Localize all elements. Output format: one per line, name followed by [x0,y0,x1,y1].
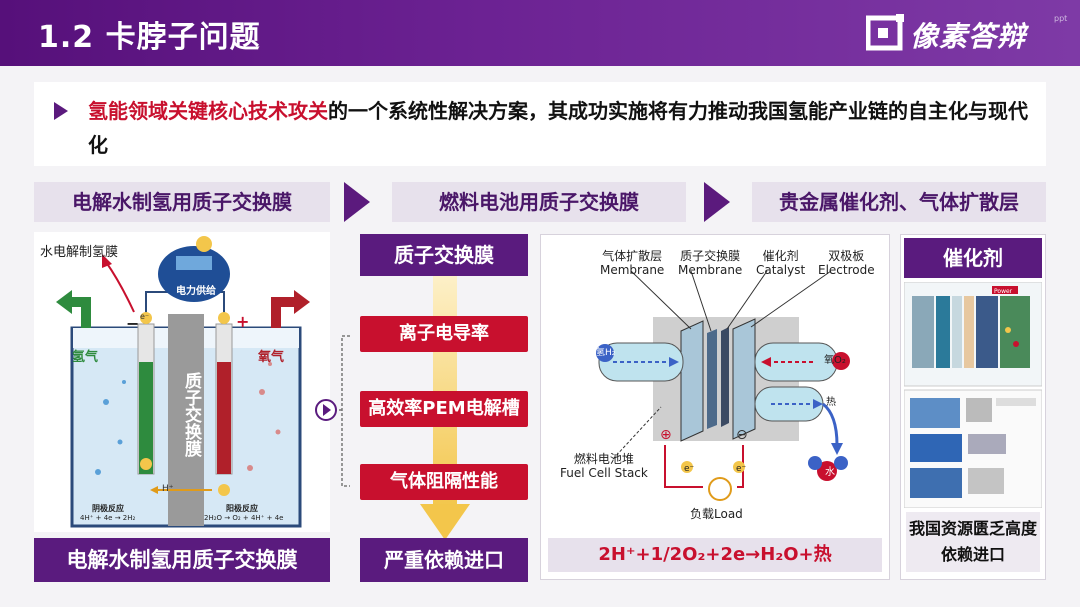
oxygen-label: 氧气 [258,350,285,365]
anode-equation: 2H₂O → O₂ + 4H⁺ + 4e [204,514,284,522]
membrane-label: 质子交换膜 [181,372,201,457]
section-right-label: 贵金属催化剂、气体扩散层 [752,182,1046,222]
pem-item-gas-barrier: 气体阻隔性能 [360,464,528,500]
page-title: 1.2 卡脖子问题 [38,20,261,55]
intro-highlight: 氢能领域关键核心技术攻关 [88,99,328,123]
catalyst-title: 催化剂 [904,238,1042,278]
intro-text: 氢能领域关键核心技术攻关的一个系统性解决方案，其成功实施将有力推动我国氢能产业链… [88,94,1028,162]
fc-electron-right: e⁻ [736,464,747,474]
intro-rest: 的一个系统性解决方案，其成功实施将有力推动我国氢能产业链的自主化与现代化 [88,99,1028,157]
brand-logo-icon [865,14,906,52]
fc-electron-left: e⁻ [684,464,695,474]
fuel-cell-diagram [596,270,850,501]
pem-item-conductivity: 离子电导率 [360,316,528,352]
fc-oxygen-in: 氧O₂ [824,355,846,366]
fc-load-label: 负载Load [690,507,743,521]
power-label: 电力供给 [176,286,216,297]
hydrogen-label: 氢气 [72,350,99,365]
section-middle-label: 燃料电池用质子交换膜 [392,182,686,222]
arrow-right-icon [704,182,730,222]
electron-label: e⁻ [140,312,150,321]
fc-water-out: 水H₂O [820,467,840,492]
electrolysis-footer: 电解水制氢用质子交换膜 [34,538,330,582]
pem-footer: 严重依赖进口 [360,538,528,582]
plus-sign: + [236,312,250,331]
pem-title: 质子交换膜 [360,234,528,276]
catalyst-images [904,282,1042,508]
connector-bracket [315,335,350,487]
intro-banner [34,82,1046,166]
arrow-right-icon [344,182,370,222]
fc-equation: 2H⁺+1/2O₂+2e→H₂O+热 [548,538,882,572]
anode-title: 阳极反应 [226,504,258,513]
brand-name: 像素答辩 [910,20,1027,53]
fc-minus-terminal: ⊖ [736,427,748,443]
section-left-label: 电解水制氢用质子交换膜 [34,182,330,222]
electrolysis-diagram [56,236,310,528]
fc-hydrogen-in: 氢H₂ [596,348,616,358]
proton-label: H⁺ [162,484,174,494]
catalyst-power-tag: Power [994,288,1013,295]
pem-item-electrolyzer: 高效率PEM电解槽 [360,391,528,427]
minus-sign: − [126,314,140,333]
fc-heat-out: 热 [826,397,836,408]
cathode-title: 阴极反应 [92,504,124,513]
bullet-triangle-icon [54,102,68,120]
fc-plus-terminal: ⊕ [660,427,672,443]
electrolysis-title: 水电解制氢膜 [40,245,119,260]
corner-mark: ppt [1054,14,1068,23]
cathode-equation: 4H⁺ + 4e → 2H₂ [80,514,136,522]
catalyst-footer: 我国资源匮乏高度依赖进口 [906,512,1040,572]
